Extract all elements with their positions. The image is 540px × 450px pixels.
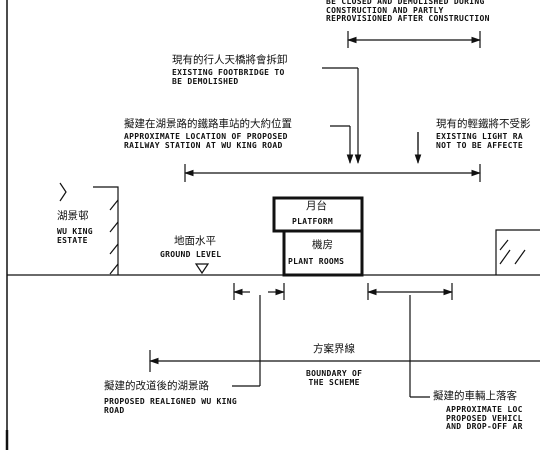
- top-partial-note-en: BE CLOSED AND DEMOLISHED DURING CONSTRUC…: [326, 0, 490, 23]
- light-rail-structure-outline: [495, 229, 540, 275]
- station-note-zh: 擬建在湖景路的鐵路車站的大約位置: [124, 118, 292, 130]
- station-note-en: APPROXIMATE LOCATION OF PROPOSED RAILWAY…: [124, 132, 288, 150]
- ground-level-marker: [194, 263, 210, 275]
- ground-level-label-zh: 地面水平: [174, 235, 216, 247]
- estate-wall-hatch-2: [109, 221, 119, 233]
- estate-label-en: WU KING ESTATE: [57, 227, 93, 245]
- light-rail-hatch-3: [499, 239, 509, 251]
- platform-label-zh: 月台: [306, 200, 327, 212]
- estate-label-zh: 湖景邨: [57, 210, 89, 222]
- estate-wall-hatch-1: [109, 199, 119, 211]
- estate-wall-hatch-3: [109, 243, 119, 255]
- estate-wall-hatch-4: [109, 263, 119, 275]
- realigned-road-note-en: PROPOSED REALIGNED WU KING ROAD: [104, 397, 238, 415]
- boundary-label-zh: 方案界線: [313, 343, 355, 355]
- plant-rooms-box: [282, 229, 364, 277]
- boundary-label-en: BOUNDARY OF THE SCHEME: [306, 369, 363, 387]
- footbridge-note-zh: 現有的行人天橋將會拆卸: [172, 54, 288, 66]
- ground-level-label-en: GROUND LEVEL: [160, 250, 222, 259]
- plant-rooms-label-zh: 機房: [312, 239, 333, 251]
- light-rail-hatch-2: [514, 249, 526, 265]
- light-rail-note-en: EXISTING LIGHT RA NOT TO BE AFFECTE: [436, 132, 523, 150]
- realigned-road-note-zh: 擬建的改道後的湖景路: [104, 380, 209, 392]
- estate-building-outline: [93, 186, 119, 275]
- drop-off-note-zh: 擬建的車輛上落客: [433, 390, 517, 402]
- estate-break-line: [59, 182, 67, 202]
- plant-rooms-label-en: PLANT ROOMS: [288, 257, 345, 266]
- footbridge-note-en: EXISTING FOOTBRIDGE TO BE DEMOLISHED: [172, 68, 285, 86]
- light-rail-note-zh: 現有的輕鐵將不受影: [436, 118, 531, 130]
- platform-label-en: PLATFORM: [292, 217, 333, 226]
- drop-off-note-en: APPROXIMATE LOC PROPOSED VEHICL AND DROP…: [446, 405, 523, 431]
- light-rail-hatch-1: [499, 249, 511, 265]
